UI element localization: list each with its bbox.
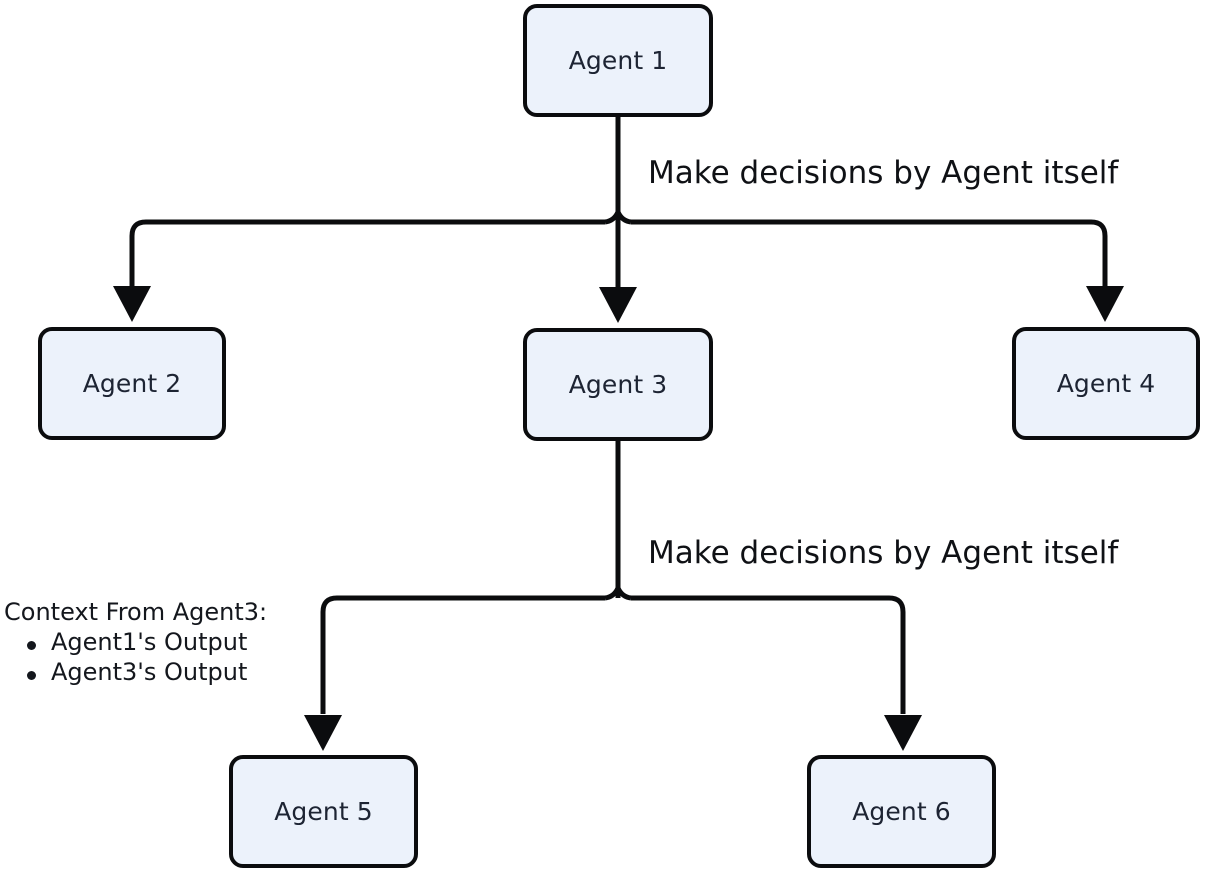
edge-top-bus-right-run <box>631 219 1108 286</box>
node-agent6-label: Agent 6 <box>852 797 951 826</box>
node-agent1[interactable]: Agent 1 <box>523 4 713 117</box>
node-agent3[interactable]: Agent 3 <box>523 328 713 441</box>
edge-mid-bus-right-run <box>631 595 906 714</box>
edge-label-top: Make decisions by Agent itself <box>648 155 1119 191</box>
node-agent3-label: Agent 3 <box>568 370 668 399</box>
arrowhead-to-agent2 <box>113 286 151 322</box>
edge-mid-bus-left-run <box>320 595 605 714</box>
edge-top-bus-right <box>615 210 632 225</box>
node-agent5-label: Agent 5 <box>274 797 373 826</box>
node-agent4-label: Agent 4 <box>1056 369 1156 398</box>
context-annotation-title: Context From Agent3: <box>4 598 268 626</box>
node-agent4[interactable]: Agent 4 <box>1012 327 1200 440</box>
node-agent5[interactable]: Agent 5 <box>229 755 418 868</box>
edge-mid-bus-right <box>615 586 632 601</box>
list-item: Agent1's Output <box>27 630 334 654</box>
context-annotation: Context From Agent3: Agent1's Output Age… <box>4 600 334 690</box>
edge-top-bus-left <box>604 210 621 225</box>
arrowhead-to-agent6 <box>884 715 922 751</box>
node-agent2[interactable]: Agent 2 <box>38 327 226 440</box>
edge-label-mid: Make decisions by Agent itself <box>648 535 1119 571</box>
arrowhead-to-agent5 <box>304 715 342 751</box>
edge-mid-bus-left <box>604 586 621 601</box>
edge-top-bus-left-run <box>129 219 605 286</box>
arrowhead-to-agent3 <box>599 287 637 323</box>
arrowhead-to-agent4 <box>1086 286 1124 322</box>
node-agent6[interactable]: Agent 6 <box>807 755 996 868</box>
node-agent1-label: Agent 1 <box>568 46 668 75</box>
node-agent2-label: Agent 2 <box>82 369 182 398</box>
list-item: Agent3's Output <box>27 660 334 684</box>
context-annotation-list: Agent1's Output Agent3's Output <box>4 630 334 684</box>
